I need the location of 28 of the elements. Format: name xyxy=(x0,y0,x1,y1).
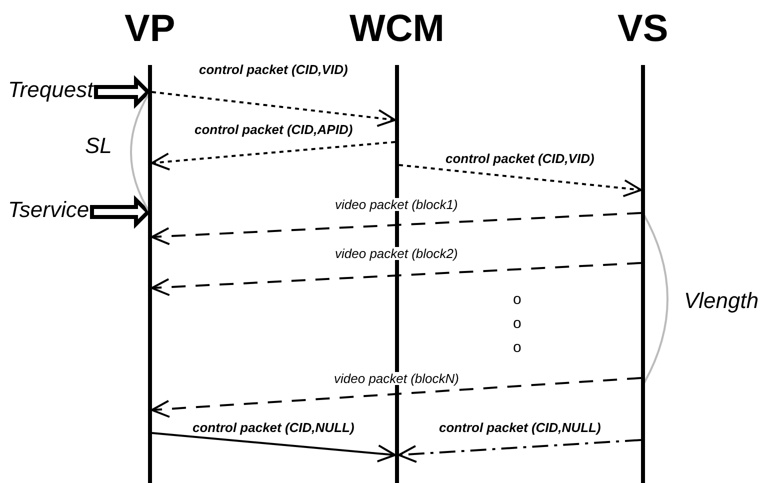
block-arrow xyxy=(90,195,151,229)
message-label: control packet (CID,NULL) xyxy=(192,421,356,434)
lifeline-header: VS xyxy=(618,10,668,48)
ellipsis-dot: o xyxy=(513,340,522,355)
message-label: control packet (CID,APID) xyxy=(194,123,354,136)
interval-label: Vlength xyxy=(684,290,759,312)
message-label: video packet (blockN) xyxy=(333,372,460,385)
lifeline-header: WCM xyxy=(350,10,444,48)
block-arrow xyxy=(94,75,151,109)
message-label: video packet (block2) xyxy=(334,247,459,260)
message-label: control packet (CID,NULL) xyxy=(438,421,602,434)
time-label: Tservice xyxy=(8,199,90,221)
message-arrow xyxy=(151,262,642,296)
time-label: Trequest xyxy=(8,79,94,101)
ellipsis-dot: o xyxy=(513,316,522,331)
interval-label: SL xyxy=(85,135,112,157)
message-arrow xyxy=(152,432,396,462)
message-arrow xyxy=(151,141,396,170)
message-label: video packet (block1) xyxy=(334,198,459,211)
message-arrow xyxy=(151,377,642,418)
lifeline-header: VP xyxy=(124,10,176,48)
message-arrow xyxy=(398,164,642,198)
message-arrow xyxy=(398,439,642,463)
ellipsis-dot: o xyxy=(513,292,522,307)
message-arrow xyxy=(151,212,642,246)
message-label: control packet (CID,VID) xyxy=(198,63,349,76)
message-arrow xyxy=(152,91,396,127)
message-label: control packet (CID,VID) xyxy=(444,152,596,165)
